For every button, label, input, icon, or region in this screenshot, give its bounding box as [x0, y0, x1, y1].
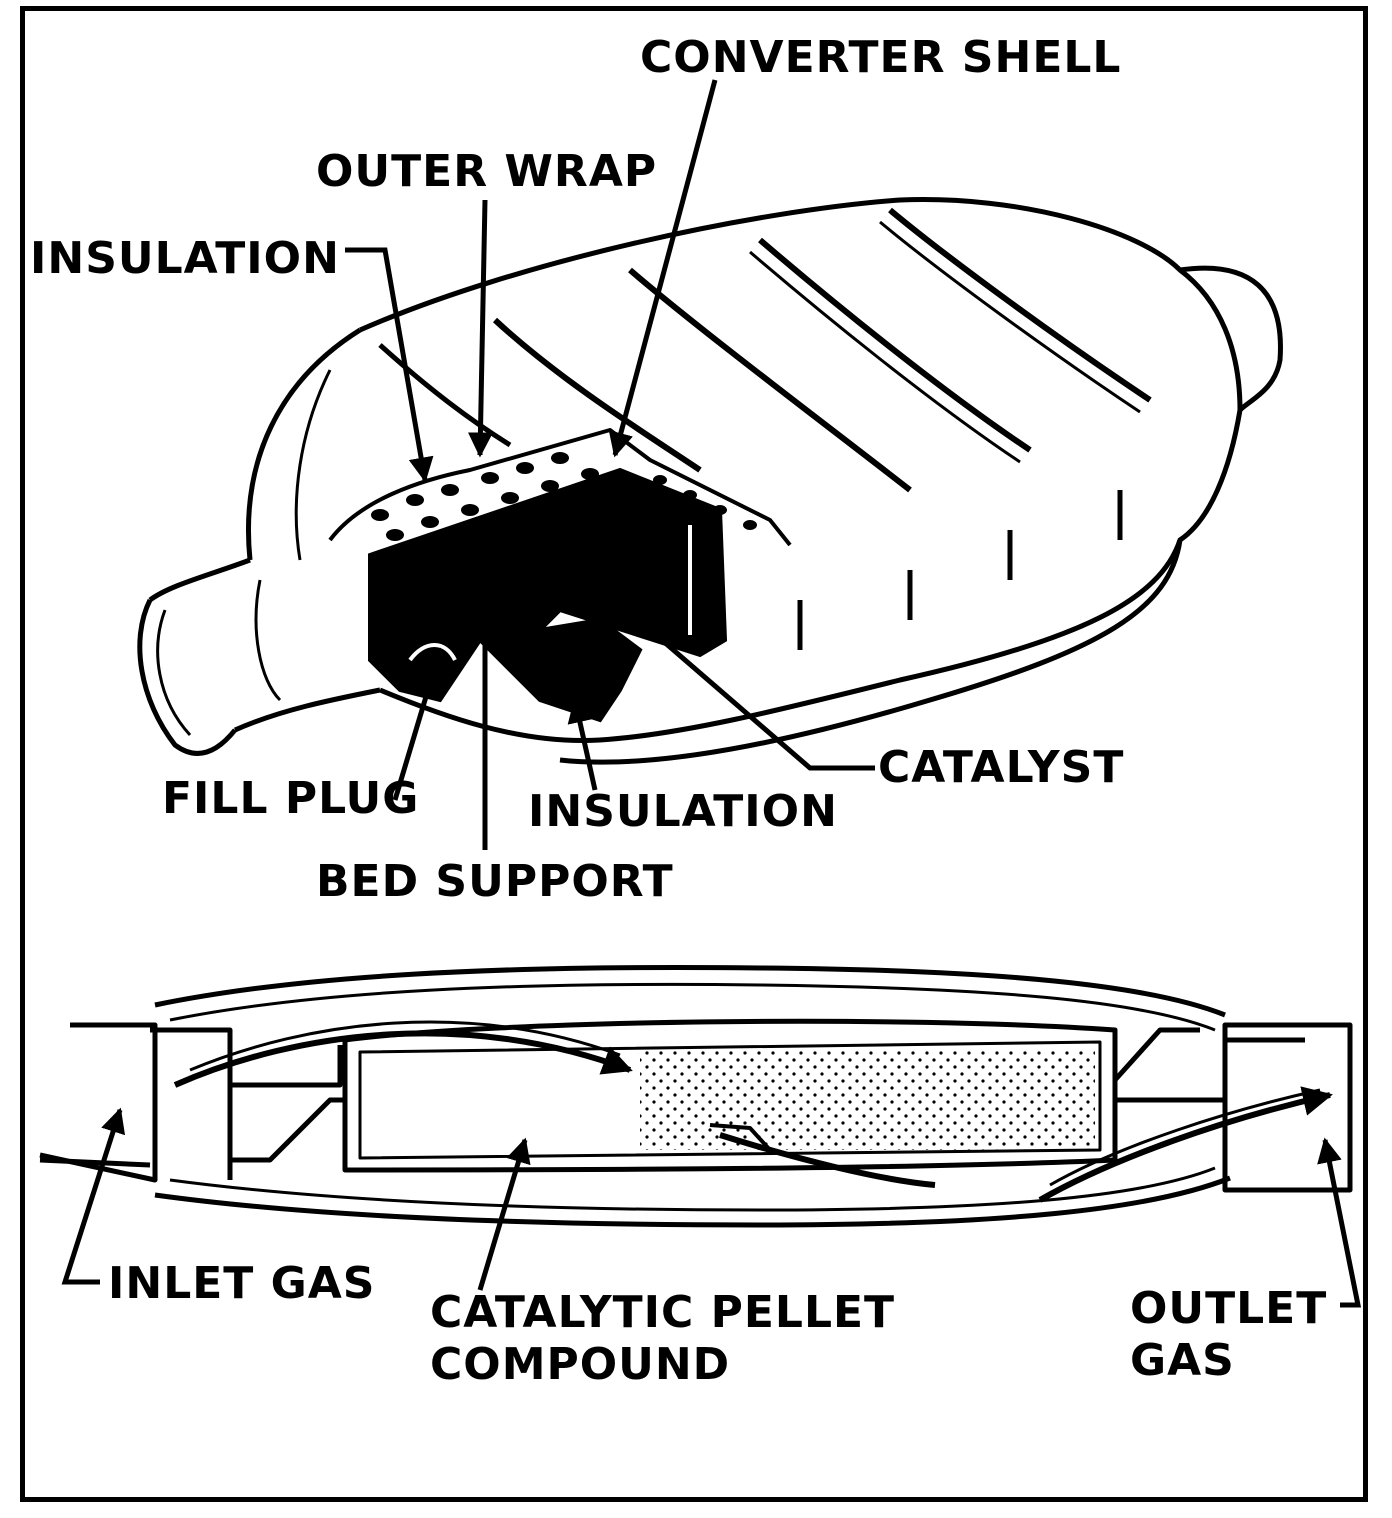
catalyst-highlights [408, 525, 692, 662]
catalyst-bed-cutaway [368, 467, 728, 723]
diagram-frame [20, 6, 1368, 1502]
label-fill-plug: FILL PLUG [162, 773, 420, 824]
pellet-converter-section [39, 964, 1353, 1228]
leader-lines-top [345, 79, 875, 850]
label-insulation-bottom: INSULATION [528, 786, 838, 837]
leader-lines-bottom [61, 1107, 1362, 1308]
label-bed-support: BED SUPPORT [316, 856, 674, 907]
pellet-converter-cutaway [137, 197, 1283, 765]
label-inlet-gas: INLET GAS [108, 1258, 376, 1309]
label-outer-wrap: OUTER WRAP [316, 146, 658, 197]
label-outlet-gas-line1: OUTLET [1130, 1283, 1328, 1334]
pellet-stipple [640, 1050, 1095, 1150]
label-catalytic-pellet-compound: CATALYTIC PELLET COMPOUND [430, 1287, 895, 1391]
label-outlet-gas: OUTLET GAS [1130, 1283, 1327, 1387]
label-converter-shell: CONVERTER SHELL [640, 32, 1122, 83]
label-insulation-top: INSULATION [30, 233, 340, 284]
label-catalyst: CATALYST [878, 742, 1125, 793]
label-catalytic-pellet-line2: COMPOUND [430, 1338, 731, 1390]
label-outlet-gas-line2: GAS [1130, 1334, 1235, 1386]
label-catalytic-pellet-line1: CATALYTIC PELLET [430, 1287, 896, 1338]
